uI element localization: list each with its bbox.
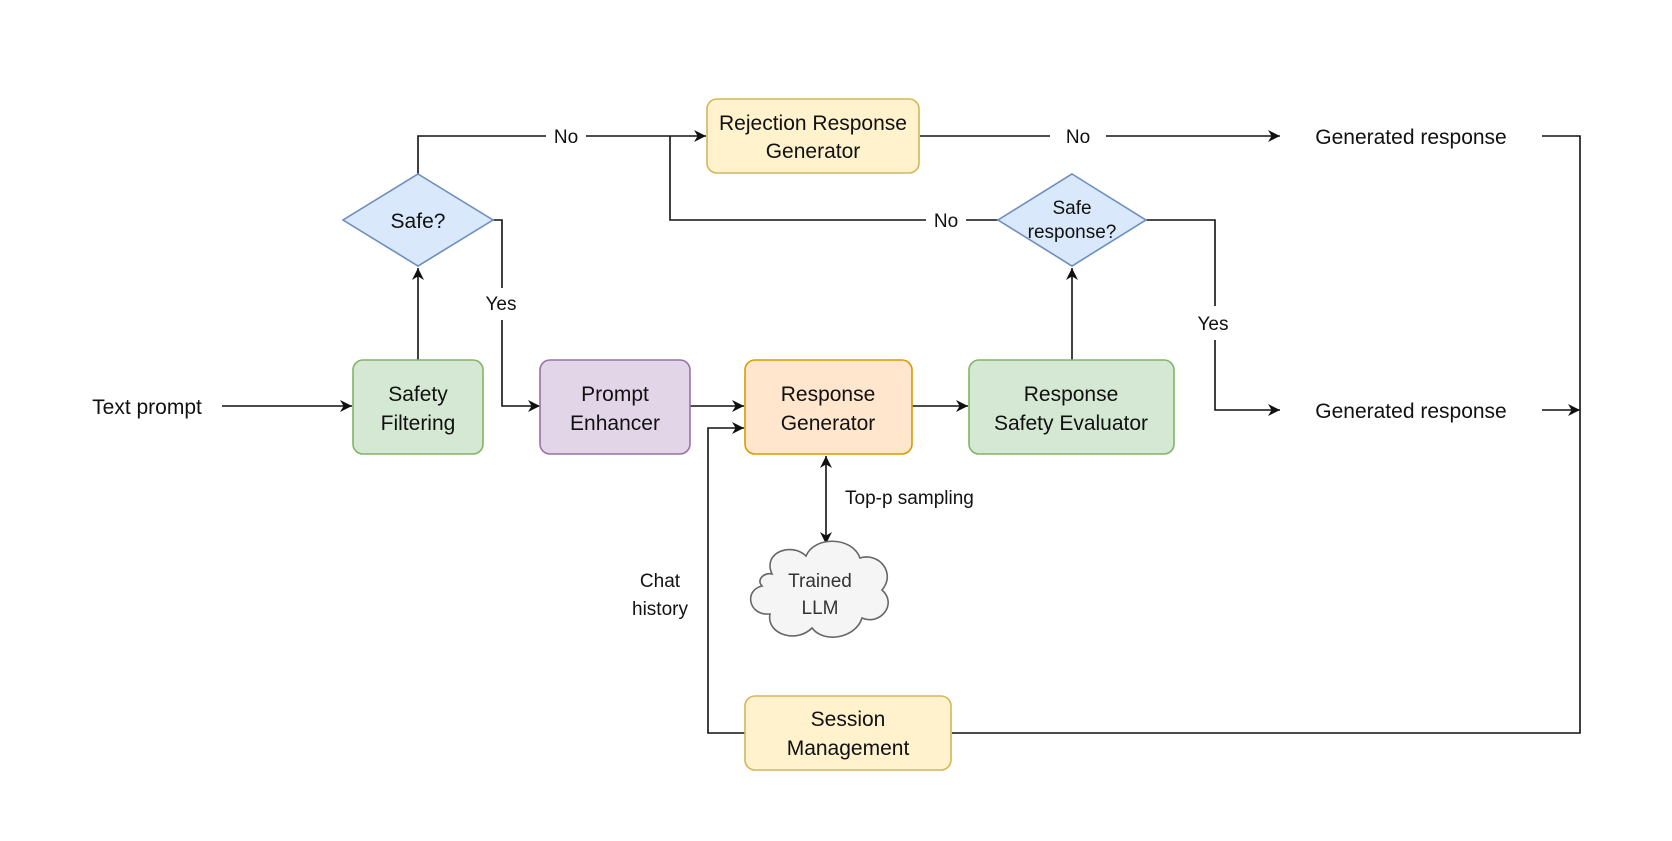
edge-saferesp-yes — [1146, 219, 1280, 410]
edge-label-reject-no: No — [1066, 127, 1090, 148]
safe-decision-label: Safe? — [391, 210, 446, 233]
edge-label-top-p: Top-p sampling — [845, 488, 974, 509]
trained-llm-line1: Trained — [788, 571, 852, 592]
edge-label-safe-no: No — [554, 127, 578, 148]
edge-saferesp-no — [669, 136, 998, 221]
session-management-line2: Management — [787, 737, 910, 760]
session-management-line1: Session — [811, 708, 886, 731]
trained-llm-node: Trained LLM — [749, 540, 889, 638]
rejection-generator-node: Rejection Response Generator — [706, 98, 920, 174]
prompt-enhancer-line2: Enhancer — [570, 412, 660, 435]
prompt-enhancer-node: Prompt Enhancer — [539, 359, 691, 455]
edge-label-safe-yes: Yes — [486, 294, 517, 315]
rejection-generator-line1: Rejection Response — [719, 112, 907, 135]
safe-response-decision-node: Safe response? — [996, 173, 1148, 267]
text-prompt-node: Text prompt — [92, 396, 202, 419]
session-management-node: Session Management — [744, 695, 952, 771]
edge-safe-no — [417, 136, 706, 174]
generated-response-bottom-label: Generated response — [1315, 400, 1506, 423]
response-safety-evaluator-line2: Safety Evaluator — [994, 412, 1148, 435]
response-generator-line2: Generator — [781, 412, 876, 435]
safe-response-line1: Safe — [1052, 198, 1091, 219]
response-generator-node: Response Generator — [744, 359, 913, 455]
edge-safe-yes — [493, 219, 540, 406]
generated-response-bottom-node: Generated response — [1315, 400, 1506, 423]
response-safety-evaluator-line1: Response — [1024, 383, 1119, 406]
response-generator-line1: Response — [781, 383, 876, 406]
edge-label-response-no: No — [934, 211, 958, 232]
safety-filtering-node: Safety Filtering — [352, 359, 484, 455]
safety-filtering-line1: Safety — [388, 383, 448, 406]
safety-filtering-line2: Filtering — [381, 412, 456, 435]
response-safety-evaluator-node: Response Safety Evaluator — [968, 359, 1175, 455]
edge-label-chat-history-line2: history — [632, 599, 688, 620]
edge-label-response-yes: Yes — [1198, 314, 1229, 335]
edge-chat-history — [707, 422, 745, 734]
cloud-icon — [749, 540, 889, 638]
edge-label-chat-history-line1: Chat — [640, 571, 681, 592]
prompt-enhancer-line1: Prompt — [581, 383, 649, 406]
edge-responses-to-session — [952, 135, 1580, 734]
safe-response-line2: response? — [1028, 222, 1117, 243]
generated-response-top-node: Generated response — [1315, 126, 1506, 149]
safe-decision-node: Safe? — [341, 173, 495, 267]
text-prompt-label: Text prompt — [92, 396, 202, 419]
rejection-generator-line2: Generator — [766, 140, 861, 163]
generated-response-top-label: Generated response — [1315, 126, 1506, 149]
trained-llm-line2: LLM — [802, 598, 839, 619]
